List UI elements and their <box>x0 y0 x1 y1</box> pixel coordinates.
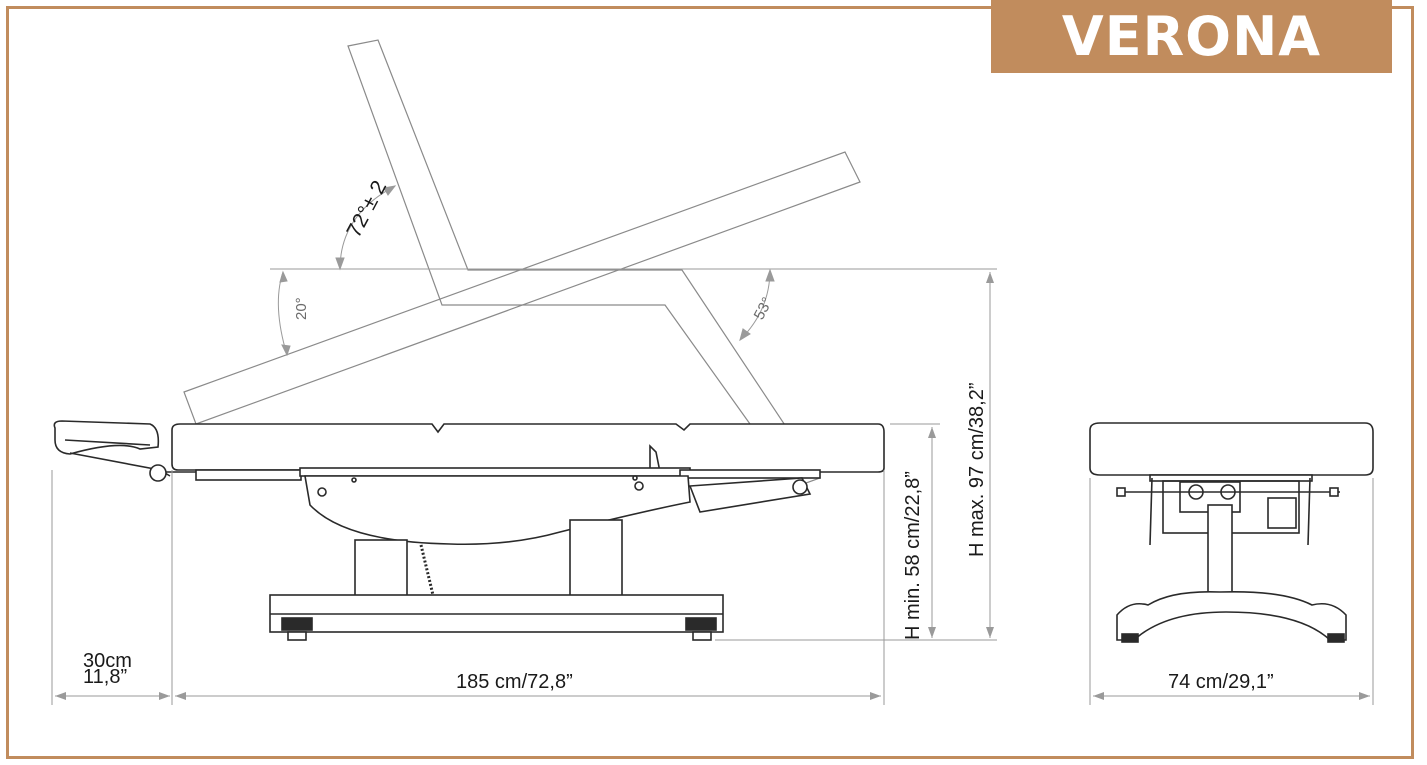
backrest-angle-label: 72°± 2 <box>342 177 391 241</box>
side-view-table <box>53 420 885 641</box>
dimension-arrowheads <box>55 272 1370 700</box>
raised-positions-outline <box>183 39 861 488</box>
headrest-length-in-label: 11,8” <box>83 666 127 688</box>
model-name-badge: VERONA <box>991 0 1392 73</box>
front-view-table <box>1089 422 1374 643</box>
dimension-lines <box>51 268 1374 705</box>
width-label: 74 cm/29,1” <box>1168 671 1274 693</box>
border-frame <box>6 6 1414 759</box>
length-label: 185 cm/72,8” <box>456 671 573 693</box>
height-min-label: H min. 58 cm/22,8” <box>902 471 924 640</box>
leg-angle-label: 53° <box>751 295 777 323</box>
angle-reference-lines <box>270 185 997 357</box>
height-max-label: H max. 97 cm/38,2” <box>966 382 988 557</box>
head-angle-label: 20° <box>293 297 310 320</box>
headrest-length-cm-label: 30cm <box>83 650 132 672</box>
